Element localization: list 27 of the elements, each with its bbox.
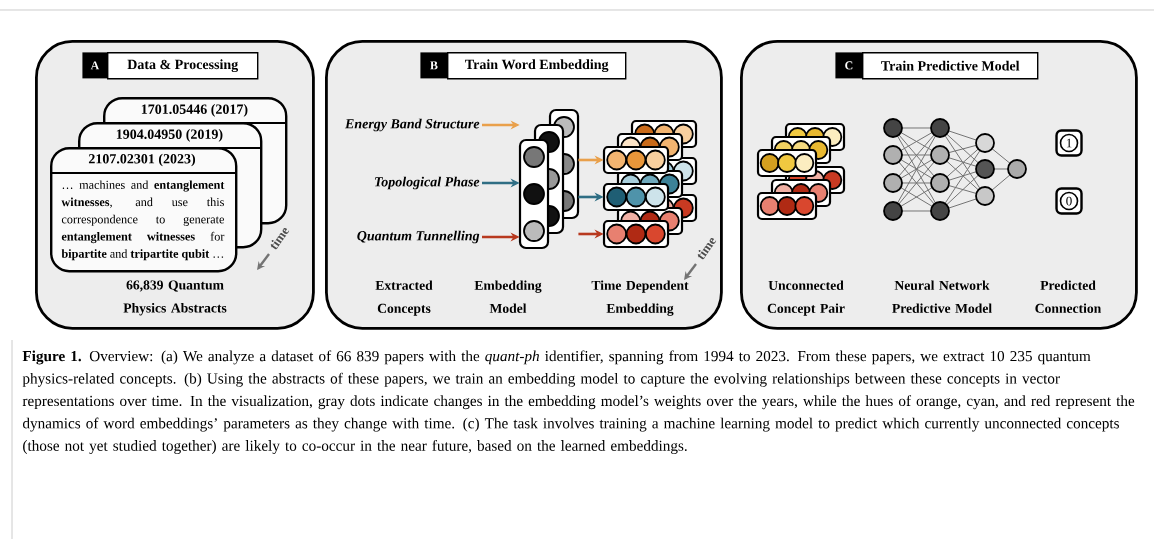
- embedding-model-drawing: [518, 108, 580, 250]
- concept-label: Quantum Tunnelling: [357, 230, 480, 244]
- figure-caption: Figure 1. Overview: (a) We analyze a dataset of 66 839 papers with the quant-ph identifier, spanning from 1994 to 2023. From these papers, we extract 10 235 quantum physics-related concepts. (b) Using the abstracts of these papers, we train an embedding model to capture the evolving relationships between these concepts in vector representations over time. In the visualization, gray dots indicate changes in the embedding model’s weights over the years, while the hues of orange, cyan, and red represent the dynamics of word embeddings’ parameters as they change with time. (c) The task involves training a machine learning model to predict which currently unconnected concepts (those not yet studied together) are likely to co-occur in the near future, based on the learned embeddings.: [22, 350, 1135, 454]
- column-caption: Time Dependent Embedding: [591, 280, 689, 316]
- column-caption: Predicted Connection: [1035, 280, 1102, 313]
- panel-title: Data & Processing: [107, 52, 259, 80]
- abstract-text: … machines and entanglement witnesses, and use this correspondence to generate entanglement witnesses for bipartite and tripartite qubit …: [61, 180, 225, 261]
- card-title: 1701.05446 (2017): [141, 104, 248, 117]
- column-caption: Neural Network Predictive Model: [892, 280, 992, 313]
- panel-title: Train Word Embedding: [447, 52, 627, 80]
- output-box: 0: [1055, 187, 1083, 215]
- neural-network-drawing: [883, 118, 1027, 221]
- column-caption: Embedding Model: [474, 280, 542, 313]
- column-caption: Extracted Concepts: [375, 280, 433, 316]
- panel-letter: C: [835, 52, 863, 79]
- panel-letter: B: [420, 52, 448, 79]
- panel-title: Train Predictive Model: [862, 52, 1039, 80]
- output-box: 1: [1055, 129, 1083, 157]
- concept-label: Energy Band Structure: [344, 118, 480, 132]
- panel-letter: A: [82, 52, 108, 79]
- card-title: 1904.04950 (2019): [116, 129, 223, 142]
- concept-label: Topological Phase: [374, 176, 480, 190]
- time-label: time: [697, 238, 717, 260]
- embedding-vectors-drawing: [602, 119, 698, 249]
- time-label: time: [270, 228, 290, 250]
- column-caption: Unconnected Concept Pair: [767, 280, 845, 316]
- concept-pair-drawing: [756, 122, 846, 221]
